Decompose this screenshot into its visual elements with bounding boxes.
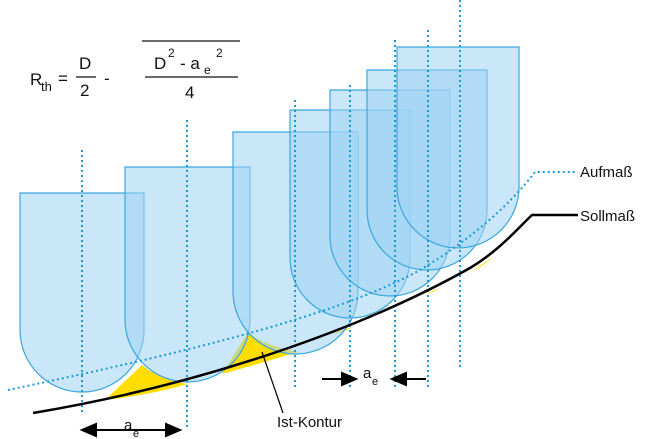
tool-positions-group [19,46,520,393]
formula-r-subscript: th [41,79,52,94]
radius-formula: R th = D 2 - D 2 - a e 2 4 [30,40,240,102]
formula-num-sub-e: e [204,63,211,77]
formula-two: 2 [80,81,89,100]
ist-kontur-leader [261,351,284,414]
formula-num-exp1: 2 [168,46,175,60]
residual-cusp [105,365,188,400]
ae-dimension-right [322,371,426,387]
formula-d: D [79,54,91,73]
tool-silhouette [396,46,520,249]
residual-cusp [470,258,492,272]
ae-label-right-sub: e [372,376,378,388]
tool-axis-lines [81,0,461,430]
formula-r: R [30,70,42,89]
ae-dimension-bottom [79,422,183,438]
ae-label-bottom: a [124,417,133,434]
formula-four: 4 [185,83,194,102]
formula-minus: - [104,69,110,88]
formula-num-minus-a: - a [180,54,200,73]
residual-cusp [425,288,440,294]
ae-label-right: a [363,365,372,382]
formula-num-d: D [154,54,166,73]
sollmass-contour [32,213,578,415]
sollmass-label: Sollmaß [580,208,635,225]
ist-kontur-label: Ist-Kontur [277,414,342,431]
ae-label-bottom-sub: e [133,428,139,439]
tool-silhouette [124,166,251,383]
formula-equals: = [58,69,68,88]
formula-num-exp2: 2 [216,46,223,60]
aufmass-curve [7,171,578,391]
aufmass-label: Aufmaß [580,164,633,181]
